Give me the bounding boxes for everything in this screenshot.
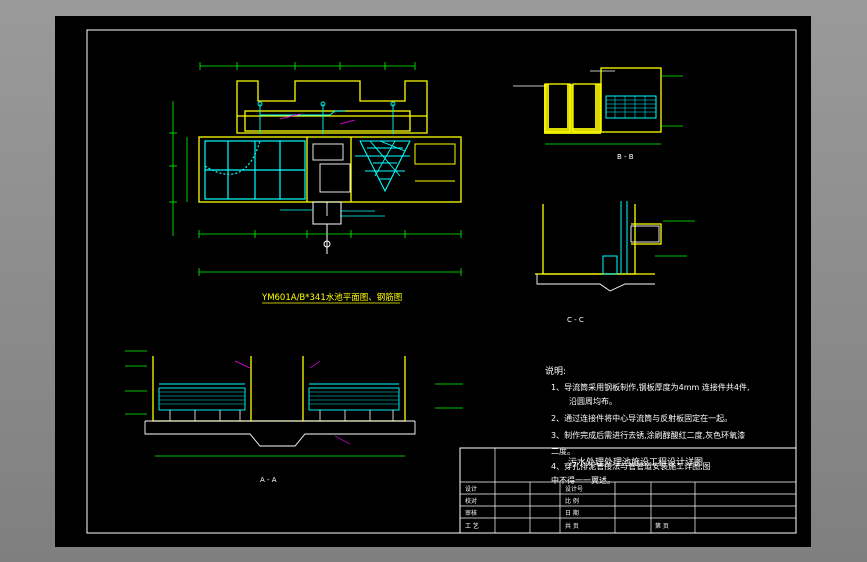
drawing-canvas: YM601A/B*341水池平面图、钢筋图 <box>86 29 797 534</box>
plan-title: YM601A/B*341水池平面图、钢筋图 <box>261 292 402 303</box>
drawing-frame <box>86 29 797 534</box>
note-line-2: 沿圆周均布。 <box>569 396 617 406</box>
tb-r4c3: 共 页 <box>565 522 579 530</box>
tb-r2c3: 比 例 <box>565 497 579 505</box>
section-aa: A - A <box>125 350 463 484</box>
section-bb: B - B <box>513 67 683 161</box>
notes-heading: 说明: <box>545 365 566 377</box>
tb-r4c4: 第 页 <box>655 522 669 530</box>
tb-r3c3: 日 期 <box>565 509 579 517</box>
note-line-6: 4、穿孔排泥管接法与管管道安装施工详图,图 <box>551 461 711 471</box>
section-bb-label: B - B <box>617 153 634 161</box>
section-cc: C - C <box>535 201 695 324</box>
note-line-7: 中不得一一翼述。 <box>551 475 615 485</box>
tb-r1c1: 设计 <box>465 485 477 493</box>
note-line-4: 3、制作完成后需进行去锈,涂刷醇酸红二度,灰色环氧漆 <box>551 430 745 440</box>
note-line-3: 2、通过连接件将中心导流筒与反射板固定在一起。 <box>551 413 732 423</box>
tb-r4c1: 工 艺 <box>465 522 479 530</box>
note-line-5: 二度。 <box>551 446 575 456</box>
tb-r1c3: 设计号 <box>565 485 583 493</box>
notes-block: 说明: 1、导流筒采用钢板制作,钢板厚度为4mm 连接件共4件, 沿圆周均布。 … <box>545 365 749 485</box>
tb-r3c1: 审核 <box>465 509 477 517</box>
tb-r2c1: 校对 <box>465 497 477 505</box>
note-line-1: 1、导流筒采用钢板制作,钢板厚度为4mm 连接件共4件, <box>551 382 749 392</box>
title-block: 污水处理处理池施设工程设计详图 设计 设计号 校对 比 例 审核 日 期 工 艺… <box>459 447 797 534</box>
section-aa-label: A - A <box>260 476 277 484</box>
plan-view: YM601A/B*341水池平面图、钢筋图 <box>169 62 462 304</box>
drawing-sheet: YM601A/B*341水池平面图、钢筋图 <box>55 16 811 547</box>
section-cc-label: C - C <box>567 316 584 324</box>
title-block-project: 污水处理处理池施设工程设计详图 <box>568 456 703 468</box>
